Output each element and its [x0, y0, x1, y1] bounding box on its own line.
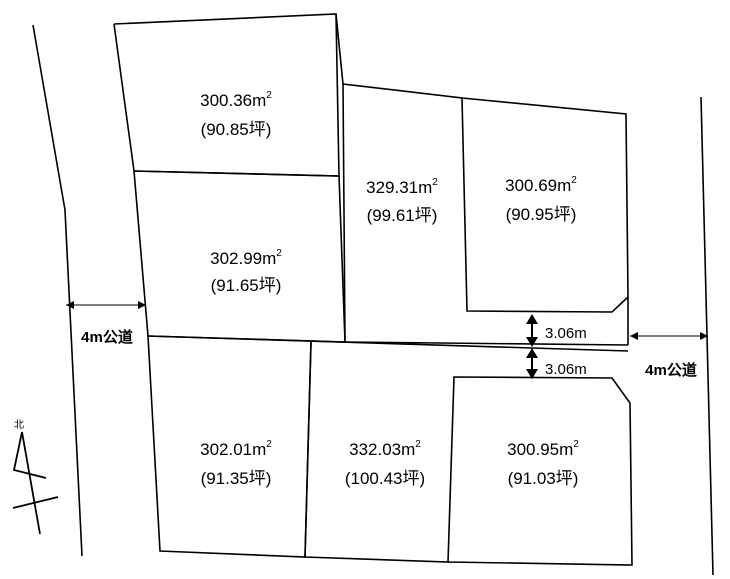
lot-3-left-edge: [342, 83, 346, 343]
lot-7-tsubo: (91.03坪): [508, 469, 579, 488]
lot-3-area: 329.31m2: [366, 177, 438, 197]
lot-3-outline: [335, 13, 629, 313]
left-road-label: 4m公道: [81, 328, 133, 346]
lot-6-tsubo: (100.43坪): [345, 469, 425, 488]
lot-4-area: 300.69m2: [505, 175, 577, 195]
north-arrow-icon: [12, 431, 59, 535]
north-label: 北: [14, 419, 24, 431]
left-road-dimension: [66, 301, 146, 309]
lot-1-tsubo: (90.85坪): [201, 120, 272, 139]
lot-6-outline: [304, 341, 633, 566]
left-road-line: [32, 24, 83, 557]
lower-block-top-edge: [147, 335, 629, 352]
lot-2-area: 302.99m2: [210, 248, 282, 268]
lot-labels: 300.36m2 (90.85坪) 302.99m2 (91.65坪) 329.…: [200, 90, 579, 488]
passage-dimensions: [526, 314, 538, 379]
lower-passage-width: 3.06m: [545, 361, 587, 378]
lot-4-tsubo: (90.95坪): [506, 205, 577, 224]
lot-7-area: 300.95m2: [507, 439, 579, 459]
lot-3-tsubo: (99.61坪): [367, 206, 438, 225]
lot-2-tsubo: (91.65坪): [211, 276, 282, 295]
lot-5-area: 302.01m2: [200, 439, 272, 459]
lot-3-bottom-edge: [344, 341, 629, 346]
upper-passage-width: 3.06m: [545, 325, 587, 342]
right-road-label: 4m公道: [645, 361, 697, 379]
lot-1-area: 300.36m2: [200, 90, 272, 110]
right-road-dimension: [630, 332, 708, 340]
lot-6-area: 332.03m2: [349, 439, 421, 459]
lot-5-tsubo: (91.35坪): [201, 469, 272, 488]
